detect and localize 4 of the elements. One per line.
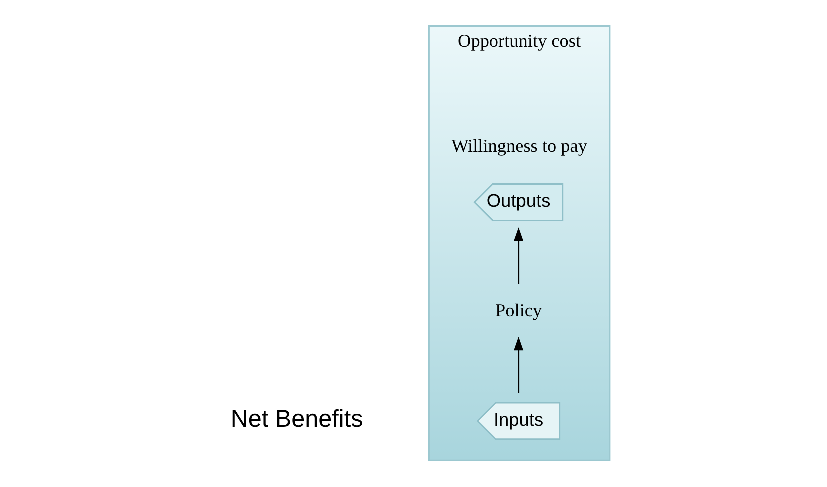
node-text: Policy	[495, 300, 542, 321]
arrow	[514, 228, 524, 284]
arrow	[514, 336, 524, 394]
label: Net Benefits	[230, 406, 363, 433]
